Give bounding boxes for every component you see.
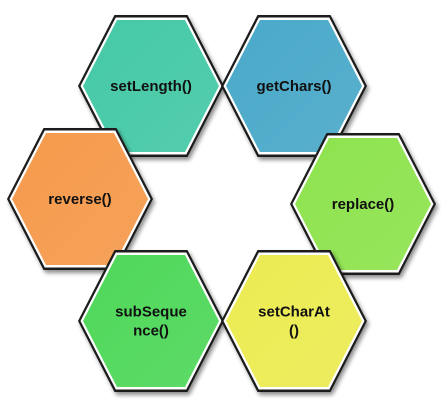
hexagon-label-line: nce() — [133, 323, 169, 340]
hexagon-label-line: getChars() — [256, 78, 331, 95]
hexagon-label-line: () — [289, 323, 299, 340]
hexagon-fill — [295, 138, 431, 270]
hexagon-label-line: subSeque — [115, 304, 187, 321]
hexagon-label: subSeque nce() — [115, 304, 187, 340]
hexagon-setlength: setLength() — [78, 15, 224, 157]
hexagon-label-line: setLength() — [110, 78, 192, 95]
hexagon-label-line: replace() — [332, 196, 395, 213]
hexagon-fill — [226, 255, 362, 387]
hexagon-label: replace() — [332, 196, 395, 213]
hexagon-fill — [83, 20, 219, 152]
hexagon-fill — [12, 133, 148, 265]
hexagon-label-line: setCharAt — [258, 304, 330, 321]
hexagon-setcharat: setCharAt () — [221, 250, 367, 392]
hexagon-fill — [226, 20, 362, 152]
hexagon-replace: replace() — [290, 133, 436, 275]
hexagon-label: setCharAt () — [258, 304, 330, 340]
hexagon-label-line: reverse() — [48, 191, 111, 208]
hexagon-getchars: getChars() — [221, 15, 367, 157]
hexagon-label: reverse() — [48, 191, 111, 208]
hexagon-subsequence: subSeque nce() — [78, 250, 224, 392]
hexagon-fill — [83, 255, 219, 387]
hexagon-label: setLength() — [110, 78, 192, 95]
hexagon-reverse: reverse() — [7, 128, 153, 270]
hexagon-label: getChars() — [256, 78, 331, 95]
